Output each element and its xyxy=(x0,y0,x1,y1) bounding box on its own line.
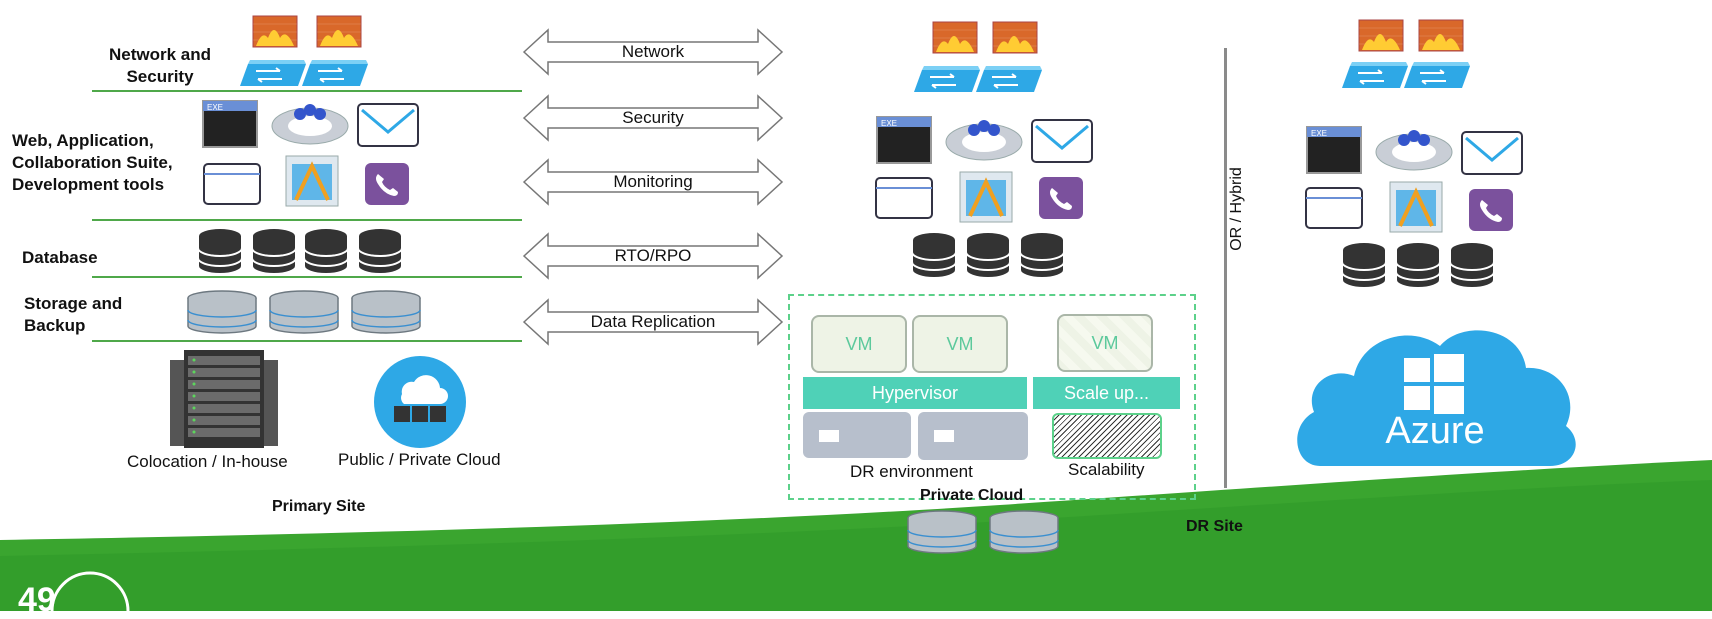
arrow-label-rto-rpo: RTO/RPO xyxy=(614,246,692,265)
label-dr-environment: DR environment xyxy=(850,462,973,481)
arrow-label-data-replication: Data Replication xyxy=(590,312,716,331)
viber-icon xyxy=(1039,177,1083,219)
server-block xyxy=(803,412,911,458)
label-colocation: Colocation / In-house xyxy=(127,452,288,471)
double-arrow-icon xyxy=(522,158,784,206)
firewall-icon xyxy=(316,15,362,48)
double-arrow-icon xyxy=(522,94,784,142)
mail-icon xyxy=(1031,119,1093,163)
design-app-icon xyxy=(1389,181,1443,233)
vm-box: VM xyxy=(1057,314,1153,372)
label-private-cloud: Private Cloud xyxy=(920,487,1024,504)
hybrid-separator xyxy=(1224,48,1227,488)
firewall-icon xyxy=(932,21,978,54)
arrow-label-network: Network xyxy=(621,42,685,61)
design-app-icon xyxy=(959,171,1013,223)
svg-text:EXE: EXE xyxy=(1311,129,1327,138)
server-rack-icon xyxy=(170,350,278,448)
cloud-server-icon xyxy=(374,356,466,448)
exe-window-icon: EXE xyxy=(876,116,932,164)
divider-line xyxy=(92,219,522,221)
label-database: Database xyxy=(22,248,98,267)
browser-window-icon xyxy=(203,163,261,205)
azure-cloud-icon xyxy=(1297,330,1576,466)
double-arrow-icon xyxy=(522,28,784,76)
collaboration-gear-icon xyxy=(271,104,349,145)
page-number: 49 xyxy=(18,581,56,619)
label-or-hybrid: OR / Hybrid xyxy=(1228,167,1245,251)
label-web-application: Web, Application, Collaboration Suite, D… xyxy=(12,131,173,194)
database-icon xyxy=(911,231,1065,279)
viber-icon xyxy=(365,163,409,205)
label-storage-backup: Storage and Backup xyxy=(24,294,123,335)
divider-line xyxy=(92,276,522,278)
firewall-icon xyxy=(1418,19,1464,52)
divider-line xyxy=(92,90,522,92)
arrow-label-monitoring: Monitoring xyxy=(613,172,693,191)
firewall-icon xyxy=(1358,19,1404,52)
vm-box: VM xyxy=(912,315,1008,373)
label-scalability: Scalability xyxy=(1068,460,1145,479)
hypervisor-bar: Hypervisor xyxy=(803,377,1027,409)
double-arrow-icon xyxy=(522,232,784,280)
firewall-icon xyxy=(992,21,1038,54)
exe-window-icon: EXE xyxy=(1306,126,1362,174)
scalability-block xyxy=(1052,413,1162,459)
exe-window-icon: EXE xyxy=(202,100,258,148)
private-cloud-box xyxy=(788,294,1196,500)
database-icon xyxy=(197,227,403,275)
double-arrow-icon xyxy=(522,298,784,346)
network-switch-icon xyxy=(240,60,368,86)
storage-disk-icon xyxy=(187,290,421,334)
collaboration-gear-icon xyxy=(1375,130,1453,171)
mail-icon xyxy=(357,103,419,147)
label-public-private-cloud: Public / Private Cloud xyxy=(338,450,501,469)
label-network-security: Network and Security xyxy=(108,45,212,86)
label-dr-site: DR Site xyxy=(1186,518,1243,535)
mail-icon xyxy=(1461,131,1523,175)
firewall-icon xyxy=(252,15,298,48)
label-primary-site: Primary Site xyxy=(272,498,366,515)
design-app-icon xyxy=(285,155,339,207)
svg-text:EXE: EXE xyxy=(207,103,223,112)
network-switch-icon xyxy=(1342,62,1470,88)
collaboration-gear-icon xyxy=(945,120,1023,161)
svg-text:EXE: EXE xyxy=(881,119,897,128)
network-switch-icon xyxy=(914,66,1042,92)
storage-disk-icon xyxy=(907,510,1059,554)
browser-window-icon xyxy=(875,177,933,219)
arrow-label-security: Security xyxy=(622,108,684,127)
azure-label: Azure xyxy=(1385,410,1485,452)
scale-up-bar: Scale up... xyxy=(1033,377,1180,409)
server-block xyxy=(918,412,1028,460)
database-icon xyxy=(1341,241,1495,289)
browser-window-icon xyxy=(1305,187,1363,229)
divider-line xyxy=(92,340,522,342)
vm-box: VM xyxy=(811,315,907,373)
viber-icon xyxy=(1469,189,1513,231)
